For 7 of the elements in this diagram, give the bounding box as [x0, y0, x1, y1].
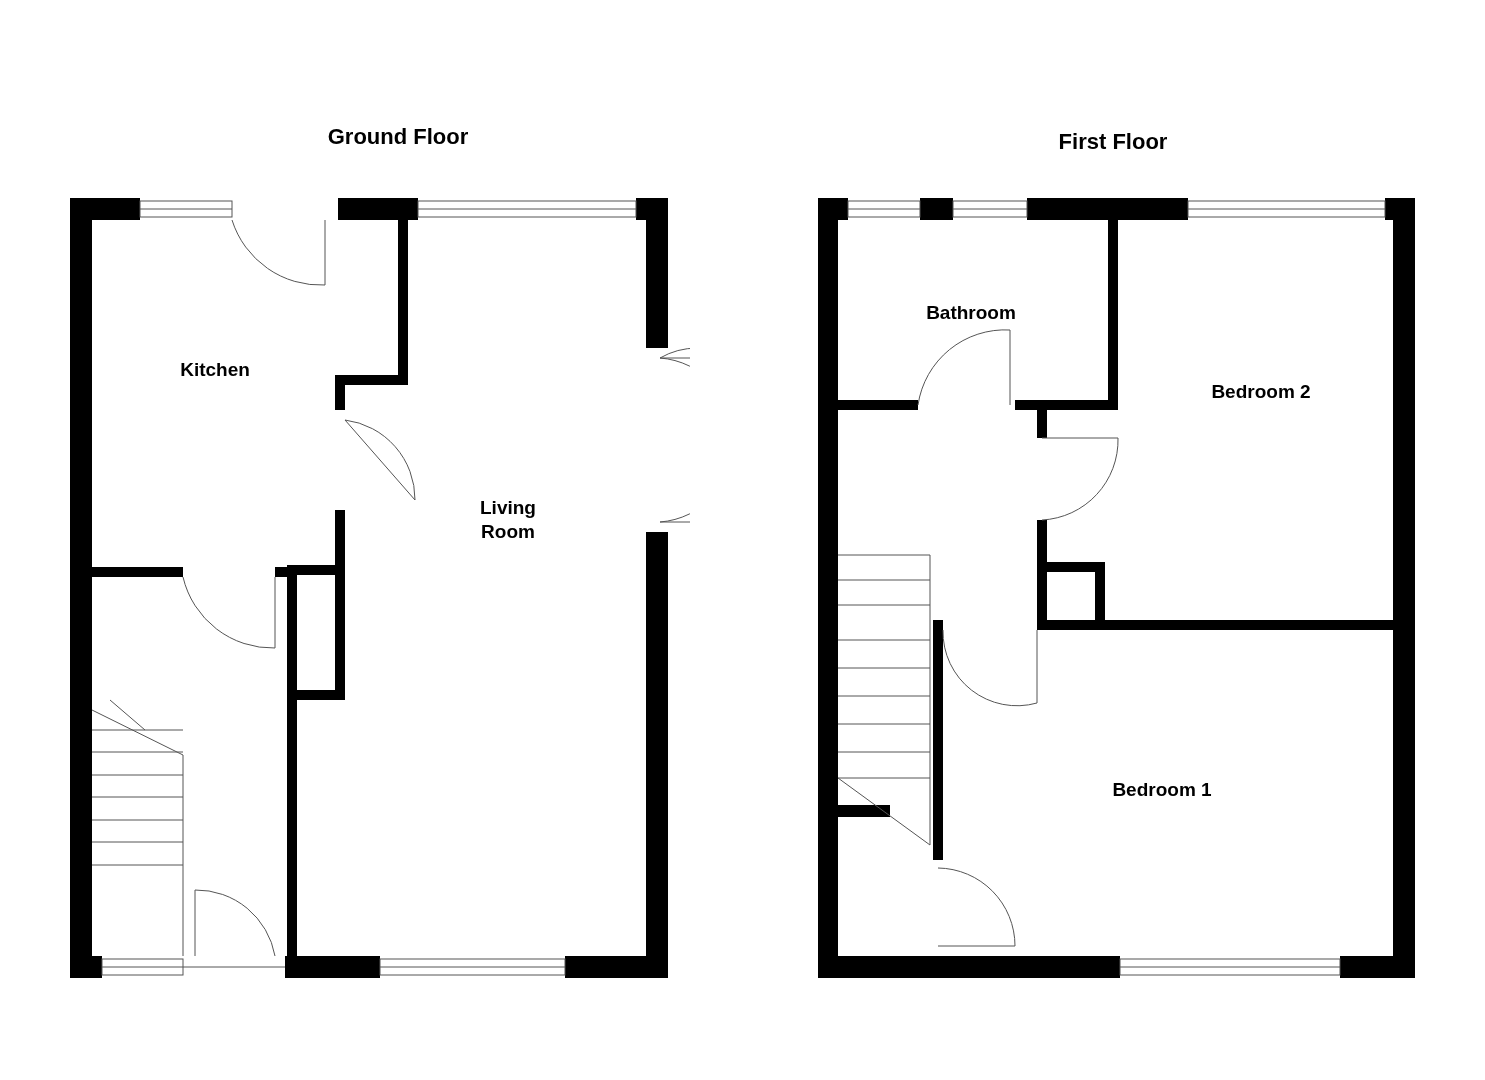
- room-label: Bedroom 2: [1211, 380, 1311, 404]
- room-label: Kitchen: [180, 358, 250, 382]
- floor-heading: First Floor: [1058, 128, 1168, 156]
- room-label: Bathroom: [926, 301, 1016, 325]
- floor-heading: Ground Floor: [327, 123, 469, 151]
- room-label: Bedroom 1: [1112, 778, 1212, 802]
- room-label: Living Room: [479, 496, 537, 544]
